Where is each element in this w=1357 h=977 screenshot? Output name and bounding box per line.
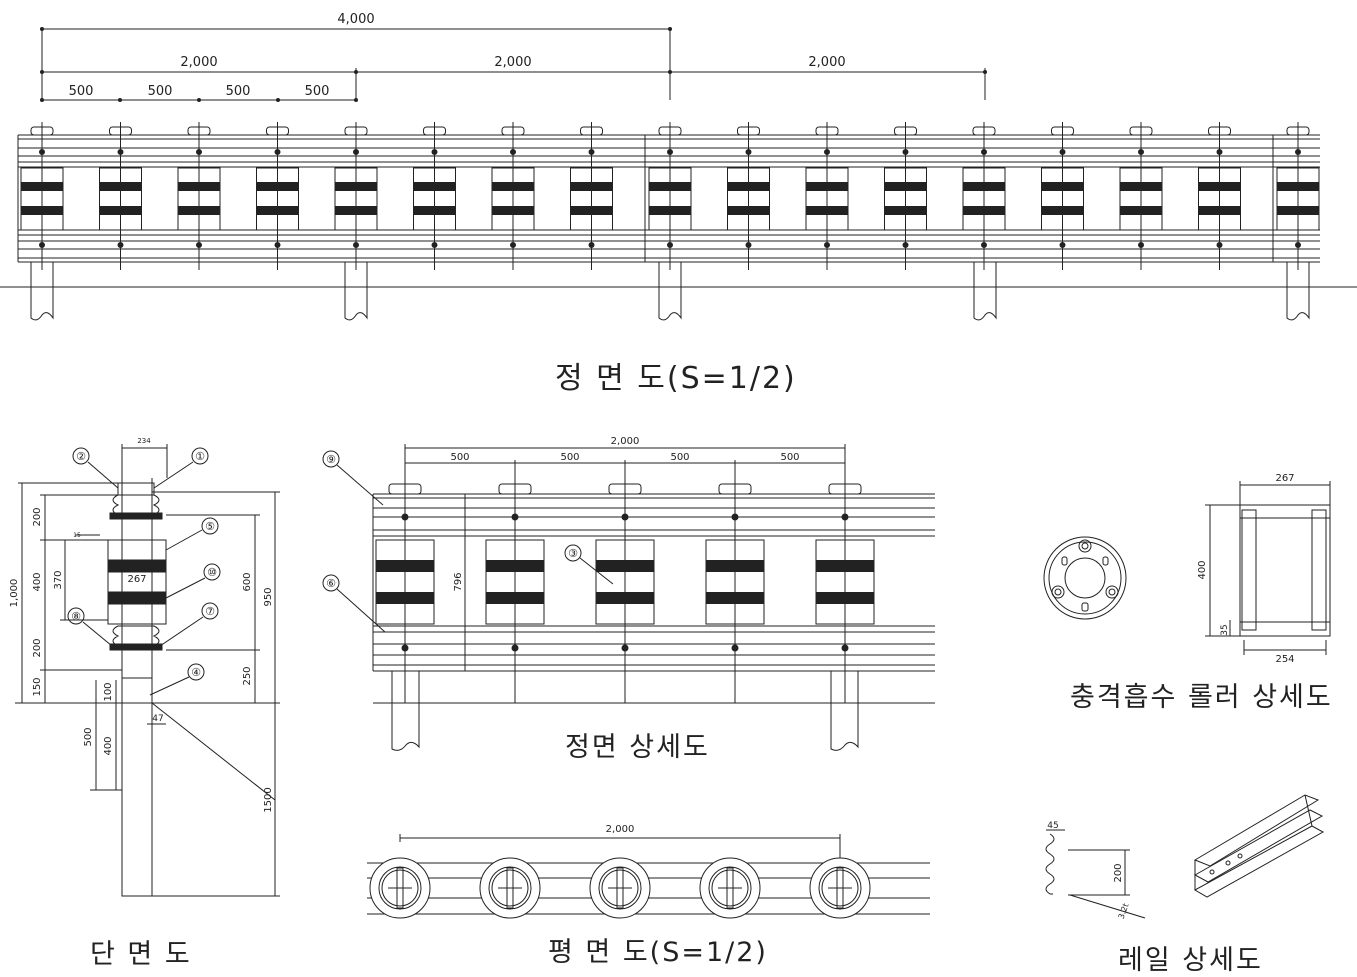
rail-dim-top: 45	[1047, 821, 1058, 831]
section-dim-bolt: 15	[73, 532, 81, 539]
front-dim-span-1: 2,000	[180, 55, 217, 70]
section-view	[15, 444, 280, 897]
title-plan: 평 면 도(S=1/2)	[548, 937, 768, 968]
plan-roller	[809, 857, 871, 919]
title-section: 단 면 도	[90, 939, 192, 970]
title-front-detail: 정면 상세도	[565, 732, 710, 763]
front-post	[30, 262, 54, 321]
front-roller	[20, 122, 64, 270]
section-dim-500: 500	[83, 727, 94, 746]
detail-dim-sub-4: 500	[780, 452, 799, 463]
rail-dim-thick: 3.2t	[1117, 902, 1131, 920]
roller-dim-width: 267	[1275, 473, 1294, 484]
front-dim-sub-1: 500	[69, 84, 94, 99]
section-dim-200a: 200	[32, 507, 43, 526]
detail-roller	[595, 480, 655, 703]
detail-dim-total: 2,000	[611, 436, 640, 447]
rail-detail-view	[1045, 794, 1325, 919]
detail-roller	[815, 480, 875, 703]
roller-dim-cap: 35	[1220, 624, 1230, 635]
front-roller	[1276, 122, 1320, 270]
front-post	[658, 262, 682, 321]
front-dim-span-2: 2,000	[494, 55, 531, 70]
section-dim-roller: 267	[127, 574, 146, 585]
section-dim-250: 250	[242, 666, 253, 685]
rail-dim-height: 200	[1113, 863, 1124, 882]
front-dim-sub-2: 500	[148, 84, 173, 99]
detail-dim-height: 796	[453, 572, 464, 591]
front-roller	[1041, 122, 1084, 270]
callout-6: ⑥	[326, 577, 336, 590]
callout-4: ④	[191, 666, 201, 679]
section-dim-400b: 400	[103, 736, 114, 755]
front-post	[344, 262, 368, 321]
title-front-view: 정 면 도(S=1/2)	[555, 361, 797, 396]
section-dim-370: 370	[53, 570, 64, 589]
front-roller	[648, 122, 692, 270]
callout-2: ②	[76, 450, 86, 463]
callout-3: ③	[568, 547, 578, 560]
plan-roller	[699, 857, 761, 919]
front-roller	[884, 122, 927, 270]
callout-8: ⑧	[71, 610, 81, 623]
front-post	[973, 262, 997, 321]
plan-dim-total: 2,000	[606, 824, 635, 835]
title-roller-detail: 충격흡수 롤러 상세도	[1070, 682, 1333, 713]
front-detail-view	[322, 444, 935, 751]
section-dim-1500: 1500	[263, 787, 274, 812]
front-dim-span-3: 2,000	[808, 55, 845, 70]
section-dim-400: 400	[32, 572, 43, 591]
plan-roller	[369, 857, 431, 919]
front-roller	[962, 122, 1006, 270]
roller-dim-base: 254	[1275, 654, 1294, 665]
front-roller	[1119, 122, 1163, 270]
callout-1: ①	[195, 450, 205, 463]
front-roller	[570, 122, 613, 270]
front-roller	[805, 122, 849, 270]
front-view	[0, 27, 1357, 321]
callout-10: ⑩	[207, 566, 217, 579]
section-dim-47: 47	[152, 714, 163, 724]
callout-9: ⑨	[326, 453, 336, 466]
section-dim-150: 150	[32, 677, 43, 696]
section-dim-100: 100	[103, 682, 114, 701]
detail-dim-sub-3: 500	[670, 452, 689, 463]
callout-7: ⑦	[205, 605, 215, 618]
section-dim-950: 950	[263, 587, 274, 606]
section-dim-top: 234	[137, 437, 151, 445]
front-roller	[99, 122, 142, 270]
detail-roller	[485, 480, 545, 703]
section-dim-200b: 200	[32, 638, 43, 657]
roller-detail-view	[1043, 481, 1331, 655]
plan-roller	[479, 857, 541, 919]
detail-roller	[705, 480, 765, 703]
front-roller	[491, 122, 535, 270]
front-dim-sub-3: 500	[226, 84, 251, 99]
plan-view	[367, 834, 930, 919]
detail-dim-sub-1: 500	[450, 452, 469, 463]
front-roller	[727, 122, 770, 270]
detail-dim-sub-2: 500	[560, 452, 579, 463]
front-dim-total: 4,000	[337, 12, 374, 27]
callout-5: ⑤	[205, 520, 215, 533]
title-rail-detail: 레일 상세도	[1118, 945, 1263, 976]
front-roller	[334, 122, 378, 270]
section-dim-600: 600	[242, 572, 253, 591]
front-roller	[413, 122, 456, 270]
front-post	[1286, 262, 1310, 321]
front-roller	[256, 122, 299, 270]
front-roller	[177, 122, 221, 270]
roller-dim-height: 400	[1197, 560, 1208, 579]
front-dim-sub-4: 500	[305, 84, 330, 99]
section-dim-1000: 1,000	[9, 579, 20, 608]
front-roller	[1198, 122, 1241, 270]
plan-roller	[589, 857, 651, 919]
detail-roller	[375, 480, 435, 703]
